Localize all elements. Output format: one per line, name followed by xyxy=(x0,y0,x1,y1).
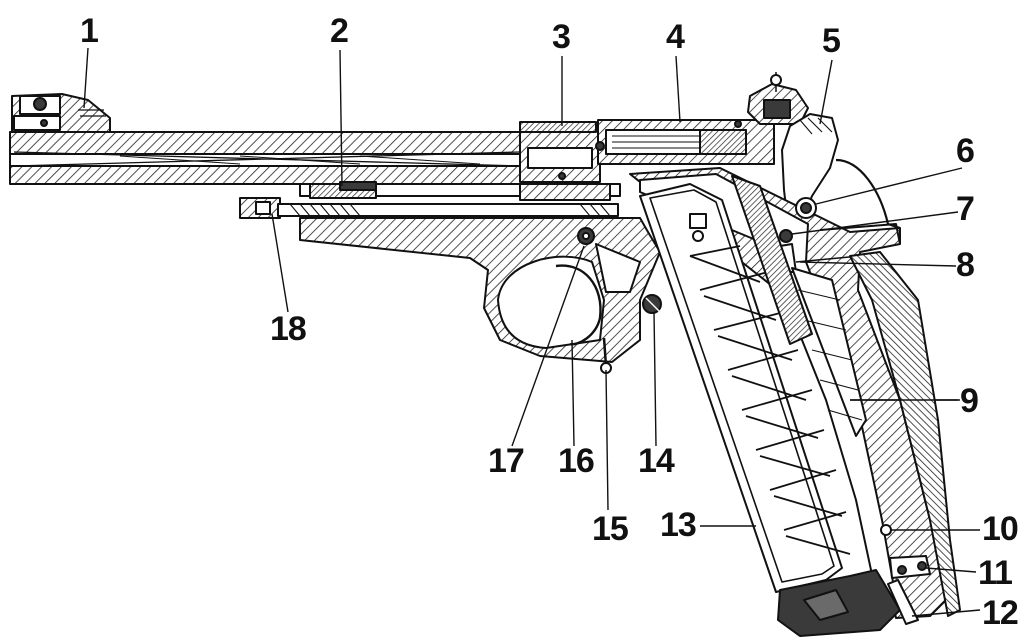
callout-18: 18 xyxy=(270,310,307,348)
barrel xyxy=(9,121,601,185)
magazine-base xyxy=(777,569,901,637)
callout-5: 5 xyxy=(822,22,841,60)
callout-13: 13 xyxy=(660,506,697,544)
magazine-catch xyxy=(880,524,931,625)
callout-6: 6 xyxy=(956,132,975,170)
leader-lines xyxy=(83,47,981,617)
callout-16: 16 xyxy=(558,442,595,480)
callout-7: 7 xyxy=(956,190,975,228)
recoil-rod xyxy=(239,197,619,219)
frame-top xyxy=(299,172,621,201)
callout-4: 4 xyxy=(666,18,685,56)
frame-body xyxy=(299,217,662,374)
callout-17: 17 xyxy=(488,442,525,480)
callout-10: 10 xyxy=(982,510,1019,548)
bolt-assembly xyxy=(595,119,775,165)
callout-14: 14 xyxy=(638,442,675,480)
callout-3: 3 xyxy=(552,18,571,56)
callout-11: 11 xyxy=(978,554,1013,592)
callout-1: 1 xyxy=(80,12,99,50)
magazine xyxy=(639,175,851,593)
callout-15: 15 xyxy=(592,510,629,548)
callout-12: 12 xyxy=(982,594,1019,632)
callout-2: 2 xyxy=(330,12,349,50)
rear-sight xyxy=(747,72,809,125)
front-sight xyxy=(11,93,111,133)
callout-8: 8 xyxy=(956,246,975,284)
grip-panel xyxy=(849,251,961,617)
callout-9: 9 xyxy=(960,382,979,420)
